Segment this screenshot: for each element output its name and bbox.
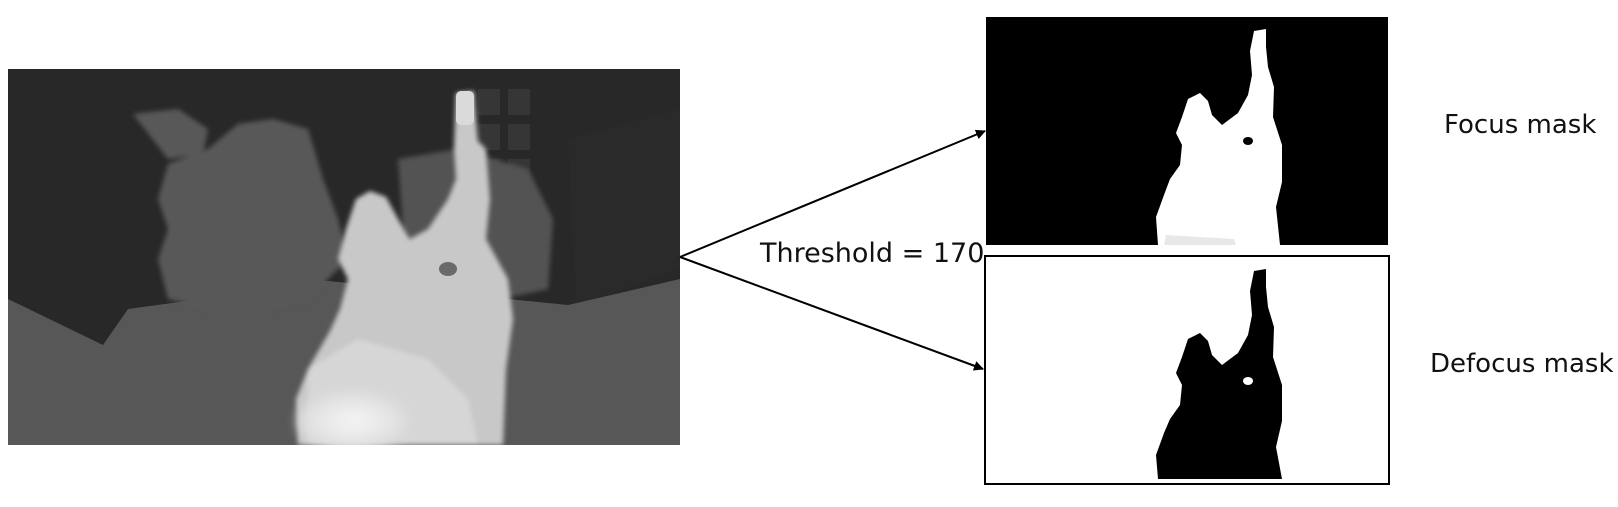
focus-mask-label: Focus mask bbox=[1444, 110, 1597, 140]
defocus-mask-image bbox=[984, 255, 1390, 485]
arrow-to-focus-mask bbox=[679, 129, 986, 258]
depth-map-image bbox=[8, 69, 680, 445]
arrow-to-defocus-mask bbox=[679, 256, 984, 371]
threshold-label: Threshold = 170 bbox=[760, 238, 985, 269]
defocus-mask-label: Defocus mask bbox=[1430, 349, 1614, 379]
focus-mask-image bbox=[986, 17, 1388, 245]
